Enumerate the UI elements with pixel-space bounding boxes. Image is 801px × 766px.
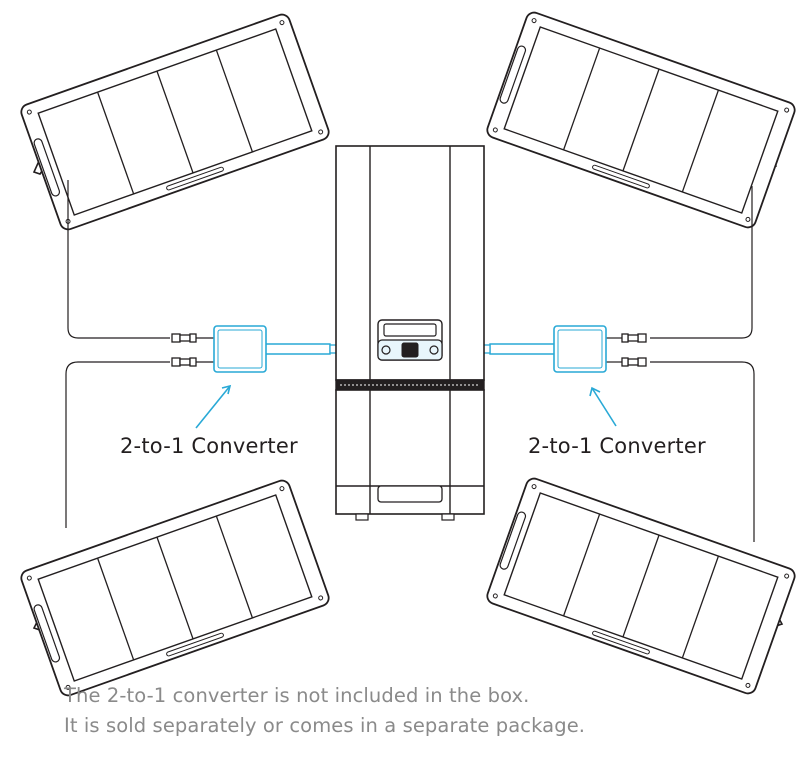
note-line-2: It is sold separately or comes in a sepa… — [64, 714, 586, 737]
cable-plugs-left — [171, 333, 214, 367]
converter-right — [448, 325, 607, 373]
converter-left — [213, 325, 372, 373]
pointer-arrow-left — [195, 384, 232, 429]
panel-cables — [65, 180, 755, 542]
solar-panel-bottom-left — [18, 477, 332, 699]
solar-panel-bottom-right — [484, 475, 798, 697]
note-line-1: The 2-to-1 converter is not included in … — [64, 684, 530, 707]
solar-panel-top-right — [484, 9, 798, 231]
converter-label-right: 2-to-1 Converter — [528, 434, 706, 458]
solar-panel-top-left — [18, 11, 332, 233]
power-station — [335, 145, 485, 521]
converter-label-left: 2-to-1 Converter — [120, 434, 298, 458]
cable-plugs-right — [606, 333, 647, 367]
pointer-arrow-right — [589, 386, 617, 427]
